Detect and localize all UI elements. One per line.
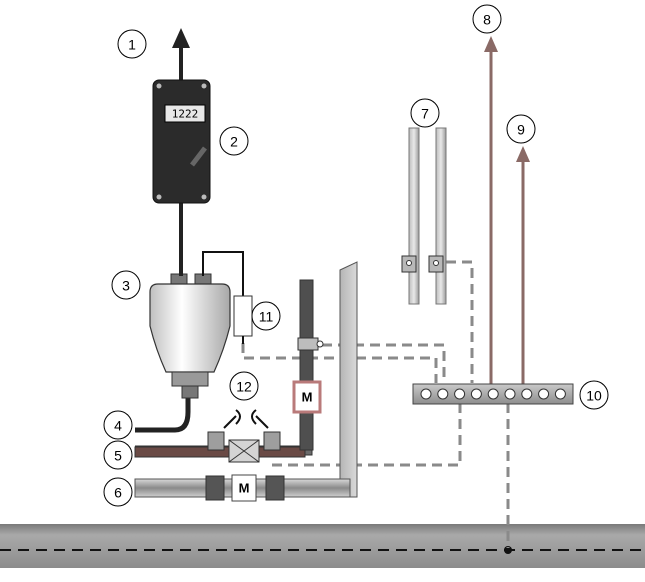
bus-bar-terminal	[521, 388, 533, 400]
pipe-5: M	[134, 279, 324, 463]
callout-label: 11	[259, 309, 274, 325]
callout-8: 8	[472, 4, 502, 34]
callout-label: 7	[421, 106, 429, 122]
callout-11: 11	[251, 301, 281, 331]
callout-9: 9	[506, 114, 536, 144]
callout-3: 3	[111, 270, 141, 300]
callout-label: 1	[128, 37, 136, 53]
bus-bar-terminal	[538, 388, 550, 400]
conductor-8	[484, 36, 498, 386]
ground-junction-dot	[504, 546, 512, 554]
callout-label: 4	[114, 418, 122, 434]
earth-rods-7	[401, 127, 447, 305]
bus-bar-terminal	[454, 388, 466, 400]
callout-label: 10	[586, 388, 602, 404]
motor-label-bottom: M	[239, 481, 250, 496]
callout-label: 12	[236, 379, 252, 395]
motor-label-top: M	[302, 390, 313, 405]
bus-bar-10	[412, 383, 574, 405]
bus-bar-terminal	[437, 388, 449, 400]
bus-bar-terminal	[487, 388, 499, 400]
callout-label: 2	[230, 134, 238, 150]
callout-1: 1	[117, 29, 147, 59]
bus-bar-terminal	[504, 388, 516, 400]
meter-display: 1222	[172, 108, 199, 121]
callout-7: 7	[410, 98, 440, 128]
callout-4: 4	[103, 410, 133, 440]
main-riser-pipe	[281, 261, 358, 498]
bus-bar-terminal	[420, 388, 432, 400]
bonding-conductors	[241, 260, 510, 548]
pipe-6: M	[134, 474, 351, 502]
callout-6: 6	[103, 477, 133, 507]
callout-10: 10	[579, 380, 609, 410]
callout-label: 6	[114, 485, 122, 501]
conductor-9	[516, 146, 530, 386]
ground-strip	[0, 524, 645, 568]
callout-label: 3	[122, 278, 130, 294]
callout-label: 8	[483, 12, 491, 28]
callout-label: 5	[114, 448, 122, 464]
insulating-gap-symbol	[223, 409, 269, 429]
bus-bar-terminal	[554, 388, 566, 400]
meter-assembly: 1222	[152, 28, 211, 276]
bus-bar-terminal	[470, 388, 482, 400]
callout-2: 2	[219, 126, 249, 156]
callout-5: 5	[103, 440, 133, 470]
callout-label: 9	[517, 122, 525, 138]
callout-12: 12	[229, 371, 259, 401]
cable-4	[135, 396, 191, 433]
protection-device	[149, 273, 231, 399]
